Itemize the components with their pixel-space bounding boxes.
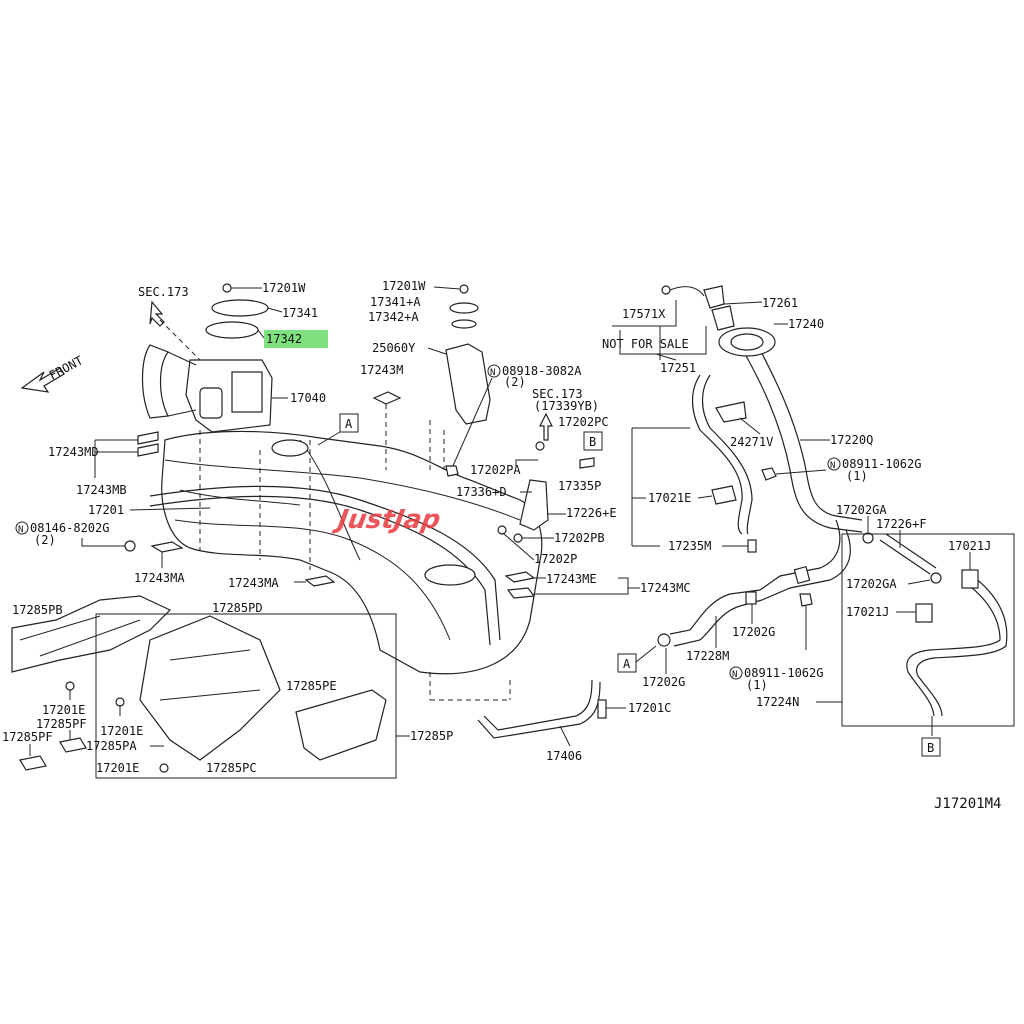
callout-17202PC: 17202PC (558, 415, 609, 429)
callout-17201E-a: 17201E (42, 703, 85, 717)
callout-17285PF-left: 17285PF (2, 730, 53, 744)
callout-08911-top-qty: (1) (846, 469, 868, 483)
bolt-icon (597, 699, 607, 719)
N-symbol-1: N (18, 525, 23, 535)
callout-08911-bottom: 08911-1062G (744, 666, 823, 680)
nut-icon (799, 593, 813, 607)
callout-17243ME: 17243ME (546, 572, 597, 586)
callout-17220Q: 17220Q (830, 433, 873, 447)
nut-icon (65, 681, 75, 691)
callout-08911-top: 08911-1062G (842, 457, 921, 471)
callout-17235M: 17235M (668, 539, 711, 553)
callout-17202GA-top: 17202GA (836, 503, 887, 517)
callout-17021E-right: 17021E (648, 491, 691, 505)
callout-17335P: 17335P (558, 479, 601, 493)
box-A-top-label: A (345, 417, 353, 431)
callout-17336D: 17336+D (456, 485, 507, 499)
callout-17226F: 17226+F (876, 517, 927, 531)
callout-17202G-left: 17202G (642, 675, 685, 689)
callout-17201C: 17201C (628, 701, 671, 715)
callout-08146-8202G: 08146-8202G (30, 521, 109, 535)
callout-08146-qty: (2) (34, 533, 56, 547)
fuel-tank (149, 430, 543, 675)
callout-17202PB: 17202PB (554, 531, 605, 545)
nut-icon (159, 763, 169, 773)
callout-17243M: 17243M (360, 363, 403, 377)
callout-17240: 17240 (788, 317, 824, 331)
callout-17202P: 17202P (534, 552, 577, 566)
callout-17285PF-top: 17285PF (36, 717, 87, 731)
heat-shields (11, 595, 397, 779)
callout-17226E: 17226+E (566, 506, 617, 520)
N-symbol-3: N (830, 461, 835, 471)
callout-17201W-left: 17201W (262, 281, 306, 295)
callout-17243MA-left: 17243MA (134, 571, 185, 585)
up-arrow-icon (539, 412, 553, 441)
callout-17341: 17341 (282, 306, 318, 320)
nut-icon (761, 467, 777, 481)
callout-17021J-bottom: 17021J (846, 605, 889, 619)
callout-17202G-right: 17202G (732, 625, 775, 639)
callout-17571X: 17571X (622, 307, 666, 321)
callout-17040: 17040 (290, 391, 326, 405)
fuel-pump-assembly (141, 283, 288, 433)
callout-08911-bottom-qty: (1) (746, 678, 768, 692)
callout-17201E-c: 17201E (96, 761, 139, 775)
callout-17243MC: 17243MC (640, 581, 691, 595)
callout-17243MB: 17243MB (76, 483, 127, 497)
callout-17342A: 17342+A (368, 310, 419, 324)
box-B-bottom-label: B (927, 741, 934, 755)
callout-17201: 17201 (88, 503, 124, 517)
box-B-bottom (921, 737, 941, 757)
sub-assembly-box (841, 533, 1015, 727)
sec173-right-sub: (17339YB) (534, 399, 599, 413)
callout-17224N: 17224N (756, 695, 799, 709)
callout-17202PA: 17202PA (470, 463, 521, 477)
sec173-left: SEC.173 (138, 285, 189, 299)
not-for-sale-label: NOT FOR SALE (602, 337, 689, 351)
callout-17201E-b: 17201E (100, 724, 143, 738)
N-symbol-2: N (490, 368, 495, 378)
highlight-17342 (264, 330, 328, 348)
callout-17201W-right: 17201W (382, 279, 426, 293)
diagram-code: J17201M4 (934, 796, 1001, 812)
callout-25060Y: 25060Y (372, 341, 416, 355)
nut-icon (115, 697, 125, 707)
callout-17285P: 17285P (410, 729, 453, 743)
box-B-top-label: B (589, 435, 596, 449)
callout-17342: 17342 (266, 332, 302, 346)
clip-icon (915, 603, 933, 623)
callout-08918-qty: (2) (504, 375, 526, 389)
callout-17243MA-mid: 17243MA (228, 576, 279, 590)
box-B-top (583, 431, 603, 451)
sec173-right: SEC.173 (532, 387, 583, 401)
callout-17285PD: 17285PD (212, 601, 263, 615)
callout-17021J-top: 17021J (948, 539, 991, 553)
box-A-bottom (617, 653, 637, 673)
nut-icon (124, 540, 136, 552)
callout-17251: 17251 (660, 361, 696, 375)
callout-08918-3082A: 08918-3082A (502, 364, 582, 378)
callout-17406: 17406 (546, 749, 582, 763)
callout-17228M: 17228M (686, 649, 729, 663)
callout-17285PE: 17285PE (286, 679, 337, 693)
box-A-top (339, 413, 359, 433)
clip-icon (961, 569, 979, 589)
callout-17341A: 17341+A (370, 295, 421, 309)
callout-17202GA-bottom: 17202GA (846, 577, 897, 591)
callout-17285PC: 17285PC (206, 761, 257, 775)
front-arrow-icon (20, 367, 65, 393)
callout-17285PB: 17285PB (12, 603, 63, 617)
callout-17243MD: 17243MD (48, 445, 99, 459)
bolt-icon (747, 539, 757, 553)
box-A-bottom-label: A (623, 657, 631, 671)
callout-17285PA: 17285PA (86, 739, 137, 753)
watermark-logo: JustJap (331, 505, 443, 535)
callout-17261: 17261 (762, 296, 798, 310)
callout-24271V: 24271V (730, 435, 773, 449)
N-symbol-4: N (732, 670, 737, 680)
filler-neck (669, 327, 863, 647)
front-label: FRONT (47, 353, 85, 382)
